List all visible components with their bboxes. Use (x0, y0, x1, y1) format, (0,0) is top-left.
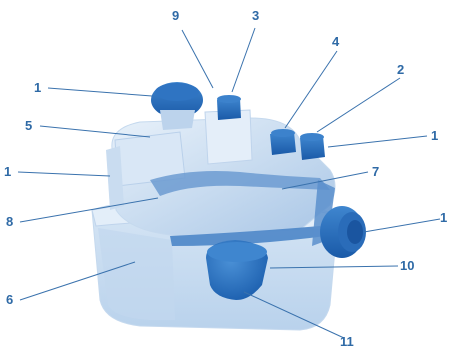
leader-1a (47, 87, 153, 97)
strap-band (170, 226, 326, 246)
cap-2-top (300, 133, 324, 141)
callout-4: 4 (332, 34, 340, 49)
leader-11 (243, 291, 345, 339)
callout-7: 7 (372, 164, 379, 179)
leader-8 (19, 197, 159, 223)
motor-bowl-rim (207, 242, 267, 262)
leader-9 (181, 29, 214, 89)
callout-2: 2 (397, 62, 404, 77)
callout-9: 9 (172, 8, 179, 23)
cap-center (217, 98, 241, 120)
callout-3: 3 (252, 8, 259, 23)
callout-1-a: 1 (34, 80, 41, 95)
callout-10: 10 (400, 258, 414, 273)
left-side-panel (106, 146, 124, 210)
leader-1c (327, 135, 428, 148)
leader-1d (363, 218, 441, 233)
cap-4 (270, 132, 296, 155)
cap-4-top (271, 129, 295, 137)
dark-strap (150, 171, 330, 196)
callout-8: 8 (6, 214, 13, 229)
callout-1-d: 1 (440, 210, 447, 225)
leader-3 (231, 27, 256, 93)
leader-7 (281, 171, 369, 190)
callout-5: 5 (25, 118, 32, 133)
cap-2 (300, 136, 325, 160)
leader-5 (39, 125, 151, 138)
callout-1-c: 1 (431, 128, 438, 143)
leader-2 (316, 77, 401, 133)
callout-labels: 9 3 4 2 1 5 1 1 7 8 1 10 6 11 (4, 8, 447, 347)
leader-4 (284, 50, 338, 129)
leader-10 (269, 265, 399, 269)
pump-illustration (91, 82, 366, 331)
callout-6: 6 (6, 292, 13, 307)
cap-top-left-neck (160, 110, 195, 130)
leader-lines (17, 27, 441, 339)
cap-top-left-face (155, 83, 199, 101)
leader-6 (19, 261, 136, 301)
tank-front-face (98, 228, 175, 320)
callout-11: 11 (340, 334, 354, 347)
callout-1-b: 1 (4, 164, 11, 179)
cap-center-top (217, 95, 241, 103)
leader-1b (17, 171, 111, 177)
right-outlet-inner (347, 220, 363, 244)
